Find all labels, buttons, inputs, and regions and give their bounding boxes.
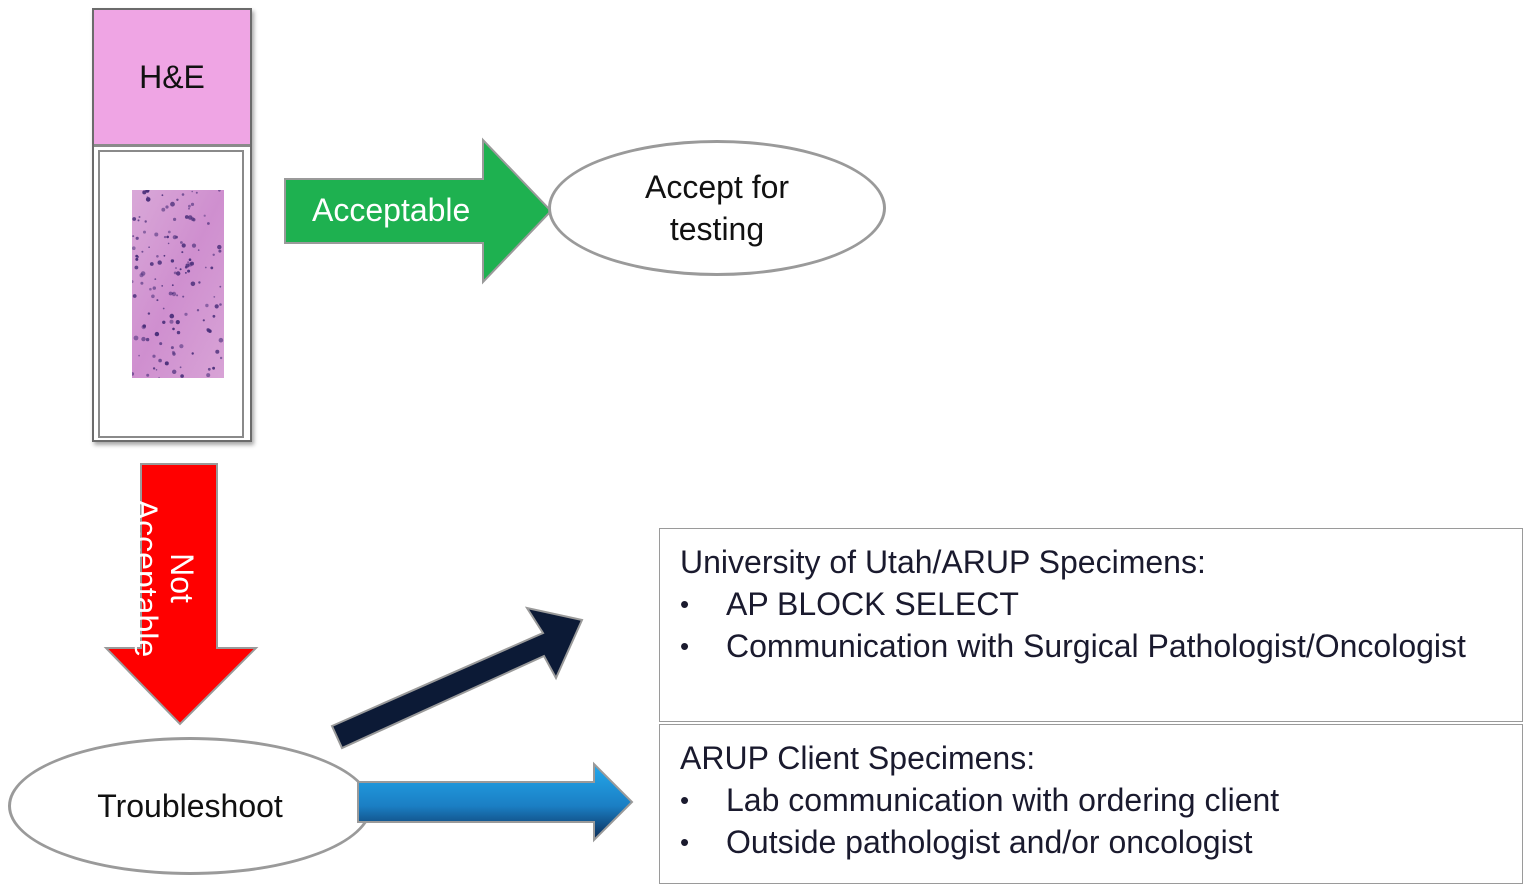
client-specimens-box: ARUP Client Specimens: Lab communication… bbox=[659, 724, 1523, 884]
list-item: Lab communication with ordering client bbox=[680, 779, 1502, 821]
troubleshoot-label: Troubleshoot bbox=[97, 788, 283, 824]
utah-box-title: University of Utah/ARUP Specimens: bbox=[680, 544, 1206, 580]
acceptable-label: Acceptable bbox=[312, 192, 471, 228]
arrow-to-utah-box bbox=[330, 606, 584, 750]
list-item: Communication with Surgical Pathologist/… bbox=[680, 625, 1502, 667]
arrow-to-client-box bbox=[357, 761, 634, 843]
utah-box-list: AP BLOCK SELECT Communication with Surgi… bbox=[680, 583, 1502, 667]
troubleshoot-node: Troubleshoot bbox=[8, 737, 372, 875]
list-item: Outside pathologist and/or oncologist bbox=[680, 821, 1502, 863]
not-acceptable-line-1: Not bbox=[164, 553, 200, 603]
accept-line-1: Accept for bbox=[644, 169, 790, 205]
list-item: AP BLOCK SELECT bbox=[680, 583, 1502, 625]
not-acceptable-arrow bbox=[103, 463, 259, 726]
slide-window bbox=[98, 150, 244, 438]
slide-label: H&E bbox=[94, 10, 250, 147]
not-acceptable-line-2: Acceptable bbox=[128, 498, 164, 658]
client-box-title: ARUP Client Specimens: bbox=[680, 740, 1036, 776]
utah-specimens-box: University of Utah/ARUP Specimens: AP BL… bbox=[659, 528, 1523, 722]
tissue-histology-image bbox=[132, 190, 224, 378]
acceptable-arrow bbox=[284, 137, 553, 285]
client-box-list: Lab communication with ordering client O… bbox=[680, 779, 1502, 863]
he-slide: H&E bbox=[92, 8, 252, 442]
accept-for-testing-node: Accept for testing bbox=[548, 140, 886, 276]
accept-line-2: testing bbox=[669, 211, 765, 247]
not-acceptable-label: Not Acceptable bbox=[128, 488, 200, 668]
